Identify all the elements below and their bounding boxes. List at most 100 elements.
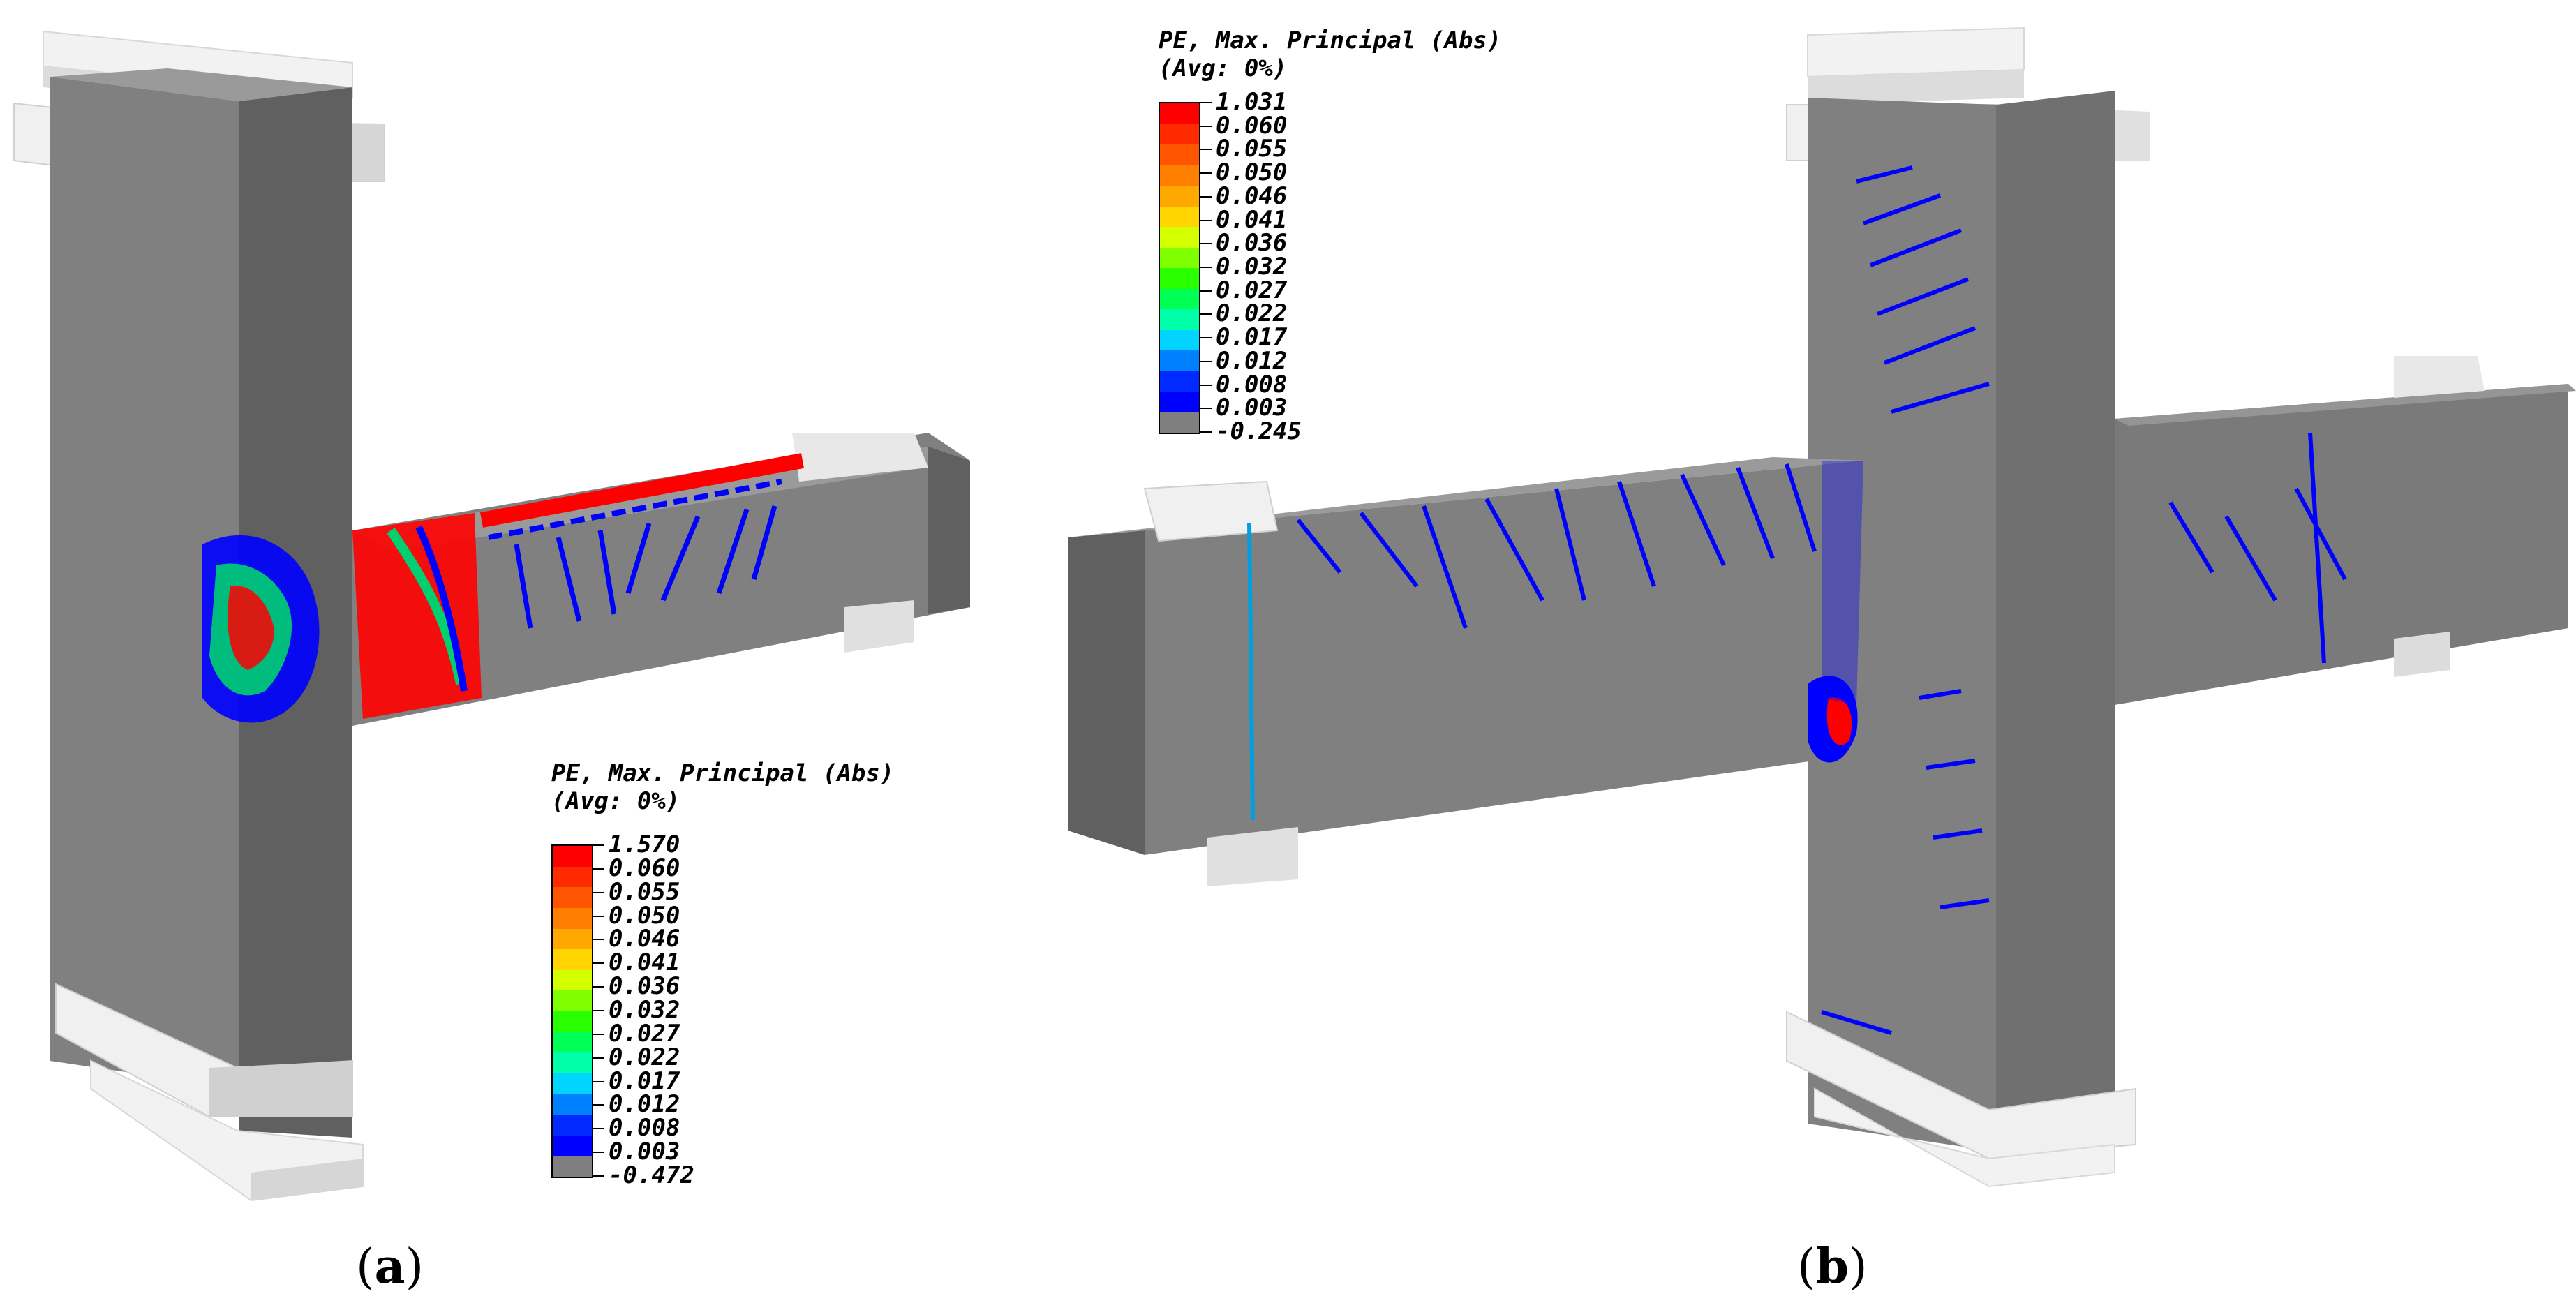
legend-value: 0.012 — [1216, 346, 1288, 375]
legend-swatch — [1160, 412, 1199, 433]
legend-value: 0.055 — [609, 877, 680, 906]
legend-tick — [593, 1152, 604, 1154]
panel-b-left-beam — [1068, 457, 1863, 886]
legend-swatch — [1160, 165, 1199, 186]
legend-value: 0.022 — [609, 1043, 680, 1071]
caption-letter: a — [374, 1239, 405, 1295]
caption-paren-close: ) — [1849, 1240, 1868, 1295]
legend-swatch — [553, 1073, 592, 1094]
legend-swatch — [1160, 371, 1199, 392]
legend-tick — [593, 1128, 604, 1130]
legend-tick — [1200, 219, 1212, 221]
panel-b-damage-zone — [1808, 461, 1863, 763]
legend-value: 0.050 — [609, 901, 680, 930]
legend-swatch — [1160, 124, 1199, 145]
legend-tick — [593, 844, 604, 846]
legend-value: 0.036 — [609, 972, 680, 1001]
legend-tick — [1200, 384, 1212, 386]
legend-tick — [1200, 125, 1212, 127]
panel-b-bottom-plates — [1786, 1011, 2136, 1188]
legend-value: 0.032 — [1216, 253, 1288, 281]
legend-tick — [593, 868, 604, 870]
legend-swatch — [553, 866, 592, 888]
caption-paren-open: ( — [1797, 1240, 1816, 1295]
legend-title-line1: PE, Max. Principal (Abs) — [1159, 27, 1502, 54]
legend-tick — [1200, 360, 1212, 362]
panel-b: PE, Max. Principal (Abs) (Avg: 0%) 1.031… — [1054, 0, 2576, 1310]
legend-tick — [1200, 267, 1212, 268]
legend-value: 0.017 — [1216, 323, 1288, 352]
legend-value: 0.003 — [609, 1138, 680, 1166]
legend-value: 0.012 — [609, 1090, 680, 1119]
legend-title-line1: PE, Max. Principal (Abs) — [551, 759, 895, 787]
legend-swatch — [553, 1094, 592, 1115]
legend-tick — [1200, 431, 1212, 433]
legend-tick — [1200, 337, 1212, 339]
legend-swatch — [1160, 329, 1199, 351]
legend-tick — [1200, 102, 1212, 103]
panel-a-model — [13, 30, 970, 1202]
legend-value: 0.027 — [1216, 276, 1288, 304]
legend-value: -0.472 — [609, 1161, 694, 1189]
legend-swatch — [553, 1011, 592, 1033]
legend-tick — [593, 1104, 604, 1106]
legend-tick — [593, 891, 604, 893]
legend-title-line2: (Avg: 0%) — [551, 787, 680, 815]
legend-swatch — [553, 1156, 592, 1177]
caption-paren-open: ( — [356, 1240, 375, 1295]
panel-b-cracks — [1247, 165, 2347, 1035]
legend-value: 0.046 — [609, 925, 680, 953]
panel-a-caption: (a) — [356, 1239, 424, 1295]
panel-a-beam — [352, 433, 970, 726]
legend-swatch — [1160, 350, 1199, 371]
panel-b-legend: PE, Max. Principal (Abs) (Avg: 0%) 1.031… — [1159, 28, 1647, 447]
legend-swatch — [553, 949, 592, 971]
legend-tick — [1200, 172, 1212, 174]
legend-swatch — [553, 846, 592, 868]
legend-swatch — [1160, 392, 1199, 412]
legend-swatch — [553, 969, 592, 991]
legend-value: 0.041 — [1216, 205, 1288, 234]
legend-tick — [593, 939, 604, 941]
legend-tick — [1200, 313, 1212, 315]
legend-swatch — [1160, 288, 1199, 310]
legend-value: 0.027 — [609, 1019, 680, 1048]
legend-value: 1.570 — [609, 831, 680, 858]
legend-tick — [1200, 195, 1212, 198]
legend-tick — [593, 986, 604, 988]
legend-swatch — [1160, 144, 1199, 165]
legend-swatch — [1160, 227, 1199, 248]
legend-swatch — [553, 1032, 592, 1053]
legend-value: 0.008 — [609, 1114, 680, 1142]
legend-value: 0.060 — [609, 854, 680, 882]
legend-value: 0.008 — [1216, 370, 1288, 399]
panel-b-column — [1808, 91, 2115, 1159]
legend-swatch — [553, 928, 592, 950]
caption-letter: b — [1815, 1239, 1849, 1295]
legend-tick — [593, 1057, 604, 1059]
legend-title-line2: (Avg: 0%) — [1159, 54, 1288, 82]
legend-swatch — [1160, 103, 1199, 124]
panel-a-damage-zone — [202, 453, 804, 723]
legend-tick — [593, 915, 604, 917]
legend-value: 0.055 — [1216, 135, 1288, 163]
legend-colorbar — [1159, 102, 1200, 434]
legend-value: 0.050 — [1216, 158, 1288, 187]
legend-value: 0.022 — [1216, 299, 1288, 328]
legend-swatch — [1160, 186, 1199, 207]
legend-swatch — [1160, 268, 1199, 289]
legend-tick — [1200, 149, 1212, 151]
legend-swatch — [553, 990, 592, 1012]
panel-a-bottom-plates — [55, 983, 364, 1202]
legend-value: 0.036 — [1216, 229, 1288, 258]
legend-swatch — [553, 1115, 592, 1136]
legend-tick — [593, 1033, 604, 1035]
legend-value: 0.041 — [609, 948, 680, 977]
legend-swatch — [553, 1052, 592, 1074]
panel-a-legend: PE, Max. Principal (Abs) (Avg: 0%) 1.570… — [551, 761, 1040, 1214]
legend-swatch — [553, 907, 592, 929]
legend-swatch — [1160, 309, 1199, 330]
panel-b-right-beam — [2115, 356, 2576, 705]
legend-value: 1.031 — [1216, 88, 1288, 116]
